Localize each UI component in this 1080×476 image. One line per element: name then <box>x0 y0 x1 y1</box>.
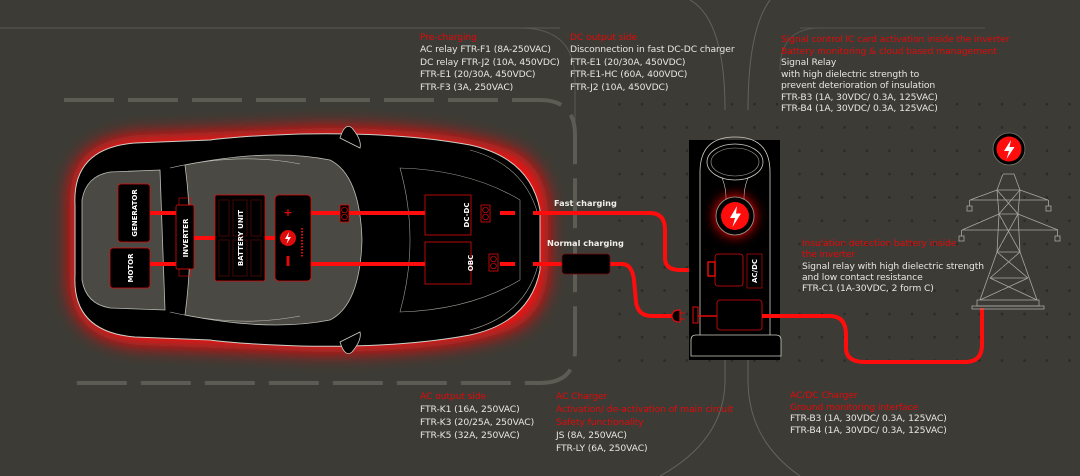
battery-level-indicator <box>301 228 303 257</box>
annotation-line: Disconnection in fast DC-DC charger <box>570 44 735 56</box>
annotation-title: Insulation detection battery inside <box>802 238 957 249</box>
annotation-line: FTR-J2 (10A, 450VDC) <box>570 81 669 93</box>
battery-unit-label: BATTERY UNIT <box>237 210 245 266</box>
relay-icon <box>480 204 491 223</box>
motor-label: MOTOR <box>127 253 135 283</box>
annotation-title: AC/DC Charger <box>790 390 858 401</box>
annotation-line: prevent deterioration of insulation <box>781 80 936 91</box>
annotation-pre-charging: Pre-charging AC relay FTR-F1 (8A-250VAC)… <box>420 32 560 94</box>
annotation-line: FTR-B4 (1A, 30VDC/ 0.3A, 125VAC) <box>790 425 947 437</box>
annotation-line: Signal Relay <box>781 57 837 68</box>
annotation-ac-output: AC output side FTR-K1 (16A, 250VAC) FTR-… <box>420 390 534 442</box>
annotation-line: FTR-E1-HC (60A, 400VDC) <box>570 69 688 81</box>
parking-lines <box>0 0 985 476</box>
normal-charging-label: Normal charging <box>547 238 624 248</box>
annotation-title: AC Charger <box>556 391 608 402</box>
mirror-top <box>339 125 361 149</box>
minus-icon <box>286 256 290 266</box>
annotation-line: FTR-K3 (20/25A, 250VAC) <box>420 417 535 428</box>
fast-charging-cable <box>533 211 708 272</box>
annotation-line: FTR-LY (6A, 250VAC) <box>556 443 648 454</box>
mirror-bottom <box>339 331 361 355</box>
obc-label: OBC <box>467 255 475 271</box>
annotation-line: DC relay FTR-J2 (10A, 450VDC) <box>420 56 560 68</box>
annotation-title: Safety functionality <box>556 417 644 428</box>
grid-cable <box>755 308 984 364</box>
annotation-title: Activation/ de-activation of main circui… <box>556 404 733 415</box>
annotation-line: FTR-B4 (1A, 30VDC/ 0.3A, 125VAC) <box>781 103 938 114</box>
annotation-title: Battery monitoring & cloud based managem… <box>781 45 997 57</box>
annotation-title: the inverter <box>802 249 856 261</box>
battery-unit-box <box>214 194 266 282</box>
ac-dc-label: AC/DC <box>751 259 759 283</box>
power-transmission-tower-icon <box>958 173 1061 310</box>
annotation-title: AC output side <box>420 391 487 402</box>
annotation-dc-output: DC output side Disconnection in fast DC-… <box>570 32 735 94</box>
annotation-line: with high dielectric strength to <box>781 68 920 80</box>
annotation-line: FTR-K5 (32A, 250VAC) <box>420 430 520 441</box>
charging-cables <box>533 211 984 364</box>
relay-icon <box>488 253 499 272</box>
generator-box <box>117 183 151 243</box>
plus-icon: + <box>283 206 292 219</box>
annotation-line: and low contact resistance <box>802 271 923 283</box>
normal-charging-cable <box>533 262 675 318</box>
normal-charging-module <box>561 253 611 275</box>
annotation-line: AC relay FTR-F1 (8A-250VAC) <box>420 44 551 56</box>
annotation-line: FTR-E1 (20/30A, 450VDC) <box>420 69 536 81</box>
annotation-line: FTR-E1 (20/30A, 450VDC) <box>570 56 686 68</box>
dc-dc-box <box>424 194 472 236</box>
generator-label: GENERATOR <box>131 189 139 237</box>
annotation-line: FTR-B3 (1A, 30VDC/ 0.3A, 125VAC) <box>790 413 947 425</box>
annotation-title: Signal control IC card activation inside… <box>781 34 1010 45</box>
motor-box <box>109 247 151 289</box>
dc-dc-label: DC-DC <box>463 203 471 228</box>
charging-station: AC/DC <box>689 136 782 360</box>
car-wiring <box>150 211 515 266</box>
annotation-title: Pre-charging <box>420 32 477 43</box>
annotation-title: Ground monitoring interface <box>790 401 919 413</box>
annotation-insulation-detection: Insulation detection battery inside the … <box>802 238 984 294</box>
inverter-label: INVERTER <box>182 218 190 257</box>
annotation-ac-charger: AC Charger Activation/ de-activation of … <box>556 390 733 455</box>
annotation-line: FTR-C1 (1A-30VDC, 2 form C) <box>802 283 934 295</box>
annotation-line: FTR-K1 (16A, 250VAC) <box>420 404 520 415</box>
annotation-line: JS (8A, 250VAC) <box>556 430 627 441</box>
fast-charging-label: Fast charging <box>554 198 617 208</box>
annotation-acdc-charger: AC/DC Charger Ground monitoring interfac… <box>790 390 947 437</box>
annotation-signal-control: Signal control IC card activation inside… <box>781 34 1010 115</box>
relay-icon <box>339 204 350 223</box>
obc-box <box>424 241 472 285</box>
annotation-line: Signal relay with high dielectric streng… <box>802 260 984 272</box>
annotation-title: DC output side <box>570 32 638 43</box>
annotation-line: FTR-B3 (1A, 30VDC/ 0.3A, 125VAC) <box>781 91 938 103</box>
plug-icon <box>671 309 685 323</box>
annotation-line: FTR-F3 (3A, 250VAC) <box>420 81 514 93</box>
